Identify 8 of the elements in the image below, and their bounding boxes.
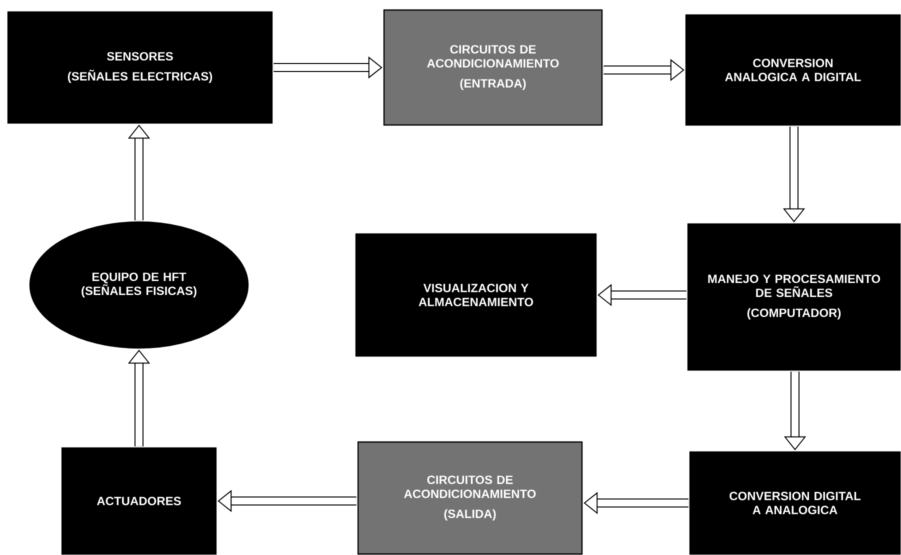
process-box: ACTUADORES — [61, 447, 217, 555]
process-box: CONVERSION DIGITAL A ANALOGICA — [689, 451, 901, 555]
process-box: VISUALIZACION Y ALMACENAMIENTO — [355, 233, 597, 357]
process-box: MANEJO Y PROCESAMIENTO DE SEÑALES (COMPUTADOR) — [687, 223, 901, 371]
process-box: CIRCUITOS DE ACONDICIONAMIENTO (ENTRADA) — [383, 9, 603, 126]
process-box: SENSORES (SEÑALES ELECTRICAS) — [7, 11, 273, 124]
process-box: CONVERSION ANALOGICA A DIGITAL — [685, 14, 901, 126]
process-box: CIRCUITOS DE ACONDICIONAMIENTO (SALIDA) — [357, 441, 583, 555]
